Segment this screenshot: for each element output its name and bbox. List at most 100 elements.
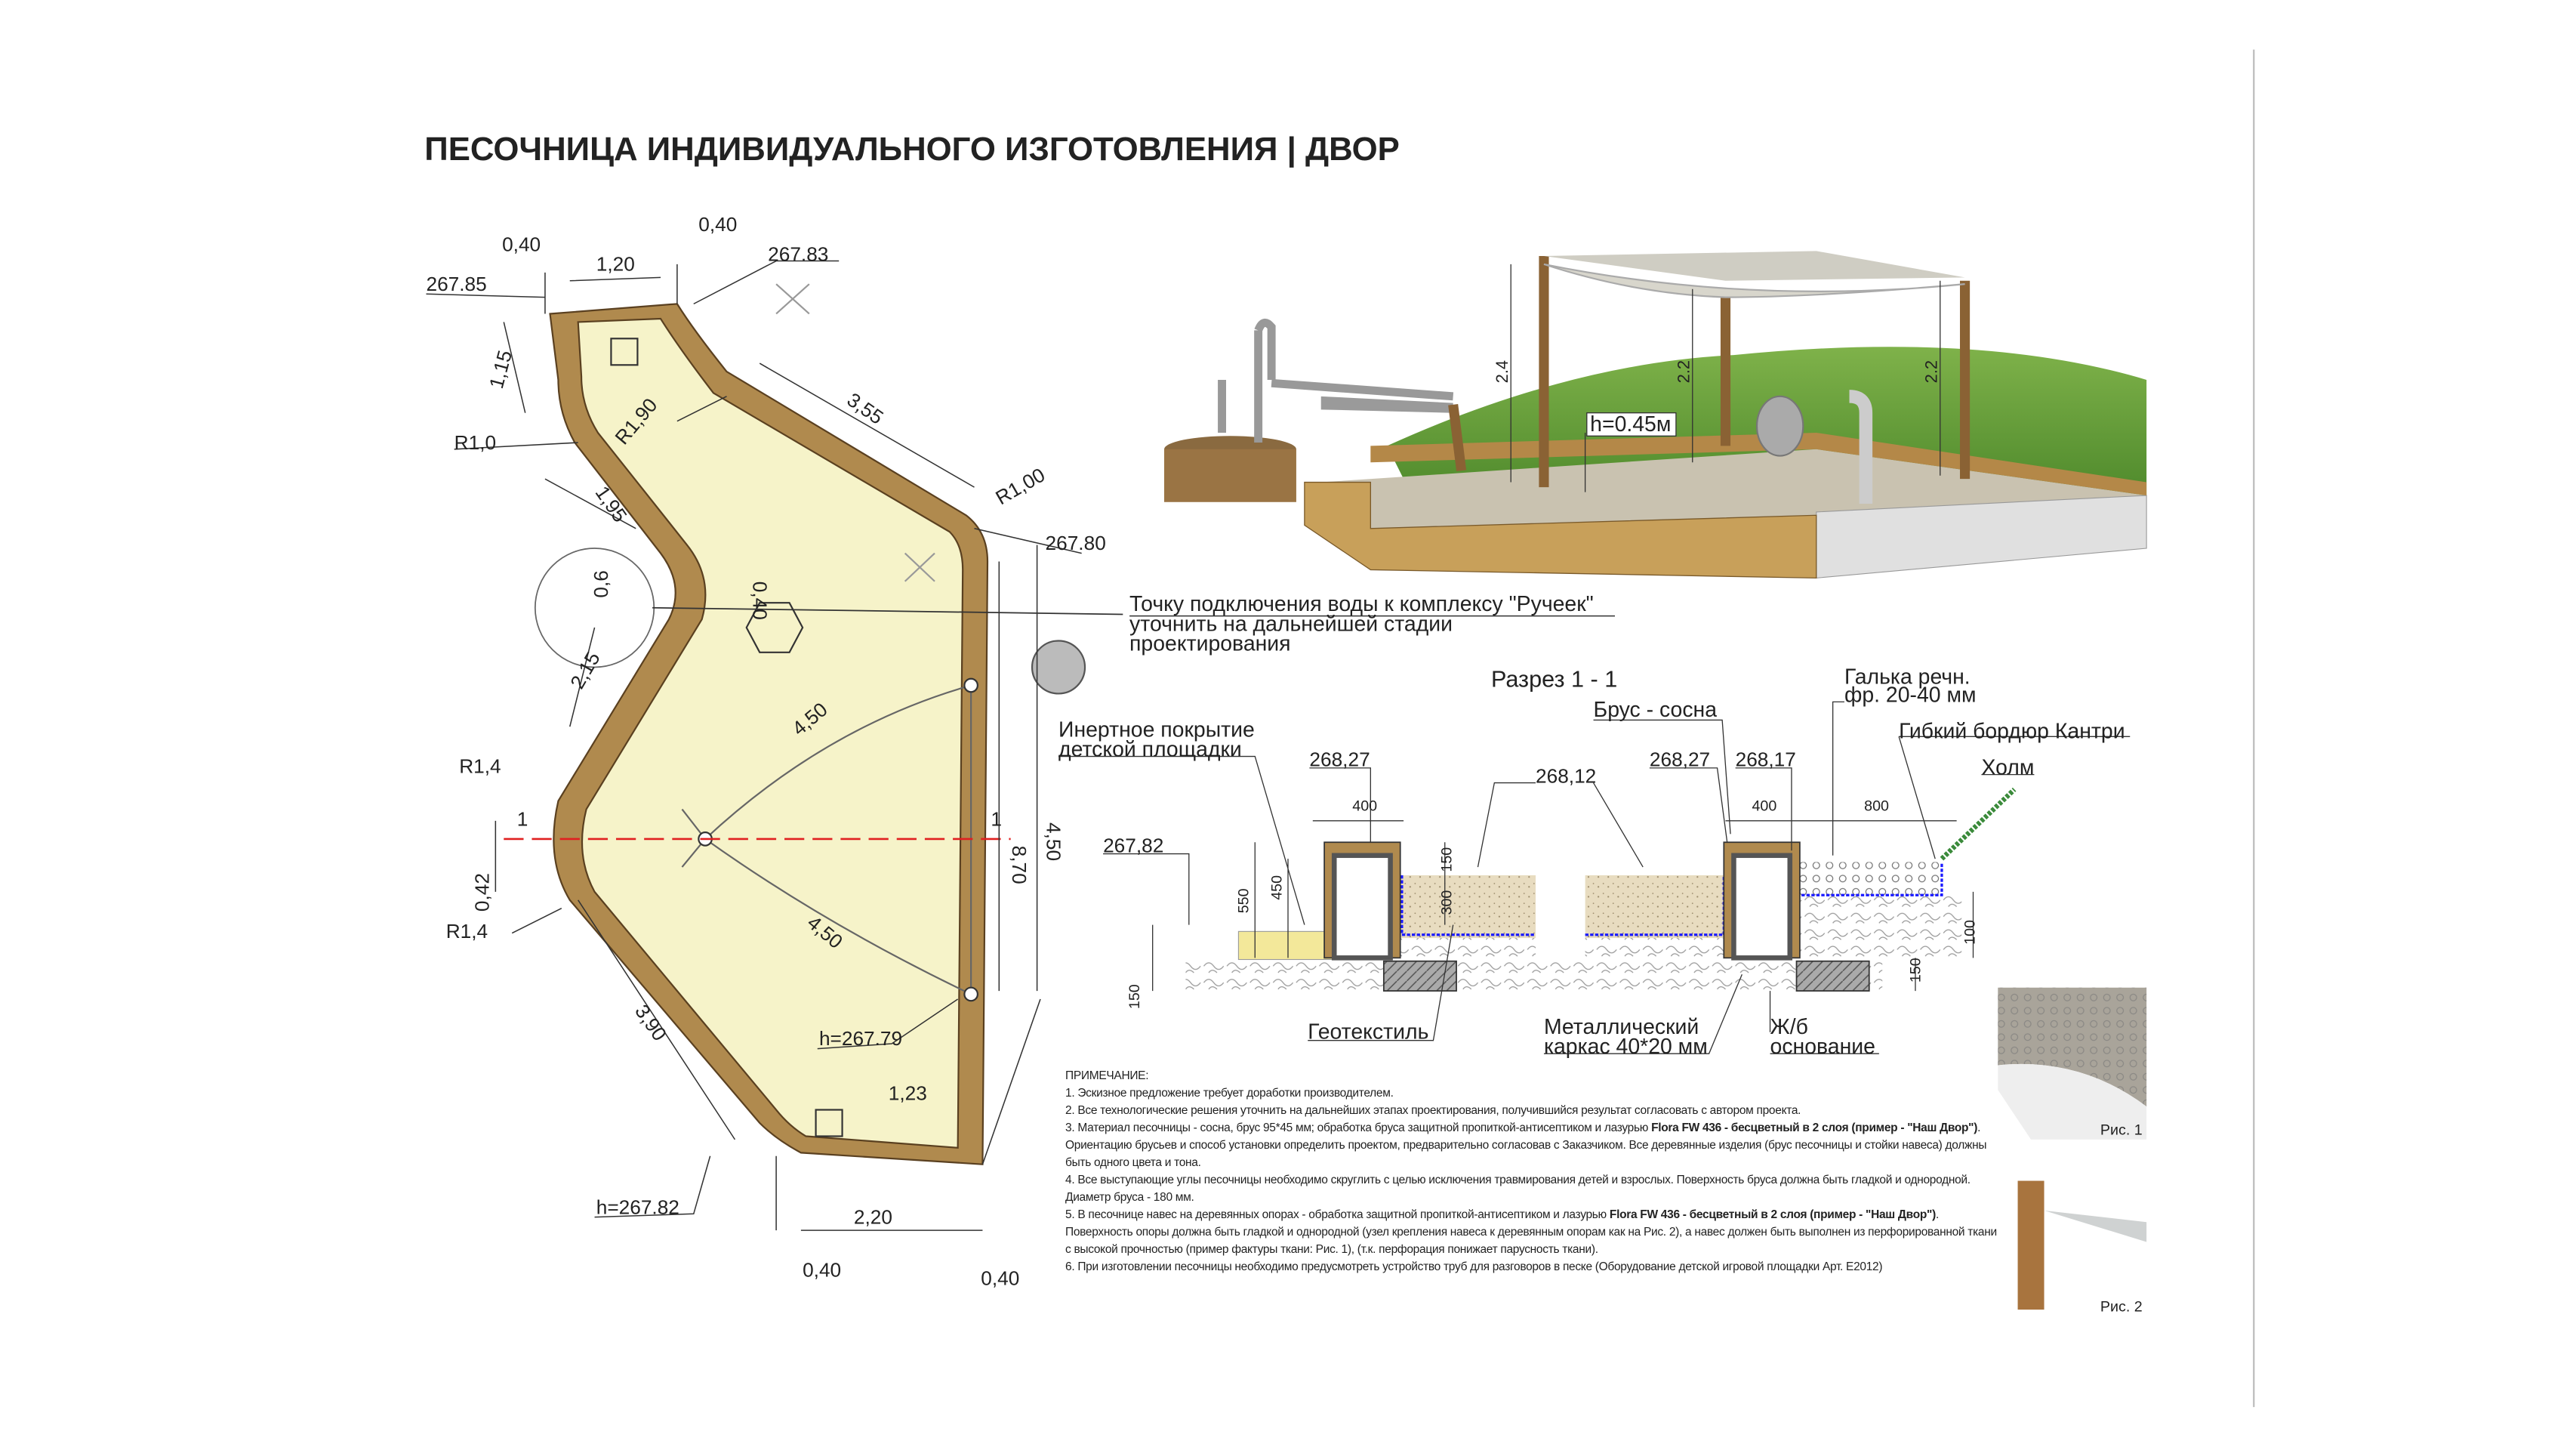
frame-label: Металлический: [1544, 1015, 1699, 1039]
geotextile-label: Геотекстиль: [1308, 1020, 1428, 1044]
talk-pipe-symbol: [815, 1109, 843, 1137]
elevation-mark: 268,27: [1650, 748, 1710, 771]
dim-label: 0,40: [748, 582, 771, 620]
wooden-posts: [1448, 255, 1971, 488]
dim-label: 450: [1268, 875, 1285, 900]
section-mark: 1: [517, 807, 528, 830]
height-label: 2.4: [1493, 360, 1511, 383]
note-text: 6. При изготовлении песочницы необходимо…: [1065, 1260, 1883, 1273]
dim-label: 150: [1438, 847, 1455, 872]
plan-dimension-labels: 0,40 1,20 0,40 267.83 267.85 1,15 R1,90 …: [426, 213, 1105, 1289]
elevation-label: 267.85: [426, 273, 486, 295]
elevation-mark: 267,82: [1103, 834, 1163, 856]
dim-label: 400: [1352, 798, 1377, 815]
note-item: 3. Материал песочницы - сосна, брус 95*4…: [1065, 1119, 2001, 1171]
dim-label: 4,50: [1043, 822, 1065, 861]
sand-gravel-left: [1400, 938, 1536, 961]
water-fountain-symbol: [745, 602, 804, 653]
dim-label: 3,55: [843, 388, 887, 429]
section-leader-lines: [1058, 701, 2131, 1054]
note-text: 2. Все технологические решения уточнить …: [1065, 1104, 1801, 1117]
sand-gravel-right: [1585, 938, 1726, 961]
water-chute: [1320, 396, 1453, 413]
note-emphasis: Flora FW 436 - бесцветный в 2 слоя (прим…: [1651, 1121, 1978, 1134]
talk-tube-bell: [1755, 395, 1804, 457]
water-connection-circle: [534, 548, 655, 668]
hill-label: Холм: [1981, 756, 2034, 780]
note-line: проектирования: [1129, 632, 1291, 656]
radius-label: R1,4: [459, 754, 501, 777]
height-label: 2.2: [1674, 360, 1693, 383]
water-pump: [1218, 318, 1454, 443]
wood-border-back: [1370, 432, 2147, 496]
gravel-base: [1796, 891, 1962, 958]
dim-label: 0,40: [502, 233, 541, 255]
figure-1-fabric-texture: Рис. 1: [1998, 987, 2147, 1140]
elevation-mark: 268,12: [1536, 765, 1596, 788]
dim-label: 0,40: [803, 1258, 841, 1281]
note-item: 2. Все технологические решения уточнить …: [1065, 1102, 2001, 1119]
figure-2-post-mount: Рис. 2: [2017, 1180, 2147, 1315]
note-line: Точку подключения воды к комплексу "Руче…: [1129, 592, 1594, 616]
metal-frame-right: [1731, 853, 1793, 961]
note-item: 1. Эскизное предложение требует доработк…: [1065, 1084, 2001, 1102]
base-label: Ж/б: [1770, 1015, 1808, 1039]
pebble-layer: [1796, 862, 1942, 896]
sand-fill-right: [1585, 875, 1726, 939]
pipe-symbol: [1031, 640, 1086, 695]
note-item: 5. В песочнице навес на деревянных опора…: [1065, 1206, 2001, 1258]
metal-frame-left: [1331, 853, 1393, 961]
notes-block: ПРИМЕЧАНИЕ: 1. Эскизное предложение треб…: [1065, 1067, 2001, 1276]
talk-tube: [1848, 390, 1873, 504]
ground-gravel: [1185, 961, 1883, 992]
concrete-footing-right: [1795, 960, 1870, 992]
section-1-1: Разрез 1 - 1 Галька речн. фр. 20-40 мм Б…: [1058, 665, 2131, 1059]
figure-caption: Рис. 2: [2100, 1298, 2143, 1315]
dimension-lines: [426, 260, 1082, 1231]
radius-label: R1,0: [454, 431, 496, 454]
h-label: h=0.45м: [1590, 412, 1671, 437]
hill-grass: [1940, 787, 2017, 861]
notes-list: 1. Эскизное предложение требует доработк…: [1065, 1084, 2001, 1276]
base-label: основание: [1770, 1035, 1875, 1059]
radius-label: R1,00: [991, 463, 1049, 509]
figure-caption: Рис. 1: [2100, 1121, 2143, 1138]
dim-label: 150: [1126, 984, 1143, 1009]
dim-label: 8,70: [1008, 846, 1031, 884]
inert-label: Инертное покрытие: [1058, 717, 1255, 742]
note-item: 6. При изготовлении песочницы необходимо…: [1065, 1258, 2001, 1276]
sand-fill-left: [1400, 875, 1536, 939]
water-tub-side: [1163, 449, 1296, 502]
section-title: Разрез 1 - 1: [1491, 667, 1617, 693]
wood-border-front: [1304, 481, 1817, 579]
dim-label: 1,23: [889, 1081, 927, 1104]
dim-label: 1,20: [596, 253, 635, 276]
dim-label: 2,20: [854, 1205, 892, 1228]
note-item: 4. Все выступающие углы песочницы необхо…: [1065, 1171, 2001, 1206]
section-mark: 1: [991, 807, 1002, 830]
height-dimension-lines: [1510, 264, 1941, 492]
dim-label: 100: [1962, 920, 1979, 945]
dim-label: 150: [1908, 958, 1924, 983]
dim-label: 1,15: [485, 348, 516, 391]
shade-sail: [1543, 263, 1965, 298]
concrete-footing-left: [1382, 960, 1457, 992]
inert-label: детской площадки: [1058, 738, 1242, 762]
note-text: 4. Все выступающие углы песочницы необхо…: [1065, 1174, 1971, 1204]
elevation-label: h=267.79: [819, 1027, 902, 1050]
x-mark: [775, 283, 935, 582]
h-label-box: [1586, 412, 1677, 437]
dim-label: 2,15: [565, 648, 605, 693]
shade-sail-top: [1543, 251, 1965, 281]
border-label: Гибкий бордюр Кантри: [1899, 719, 2125, 743]
dim-label: 800: [1864, 798, 1889, 815]
note-text: 5. В песочнице навес на деревянных опора…: [1065, 1208, 1610, 1221]
sandbox-plan: 0,40 1,20 0,40 267.83 267.85 1,15 R1,90 …: [426, 213, 1615, 1289]
pebble-label: фр. 20-40 мм: [1844, 683, 1977, 707]
radius-label: R1,4: [446, 920, 488, 942]
elevation-label: 267.83: [768, 243, 828, 266]
height-label: 2.2: [1921, 360, 1940, 383]
elevation-mark: 268,27: [1309, 748, 1370, 771]
render-3d-view: 2.4 2.2 2.2 h=0.45м: [1163, 251, 2147, 579]
